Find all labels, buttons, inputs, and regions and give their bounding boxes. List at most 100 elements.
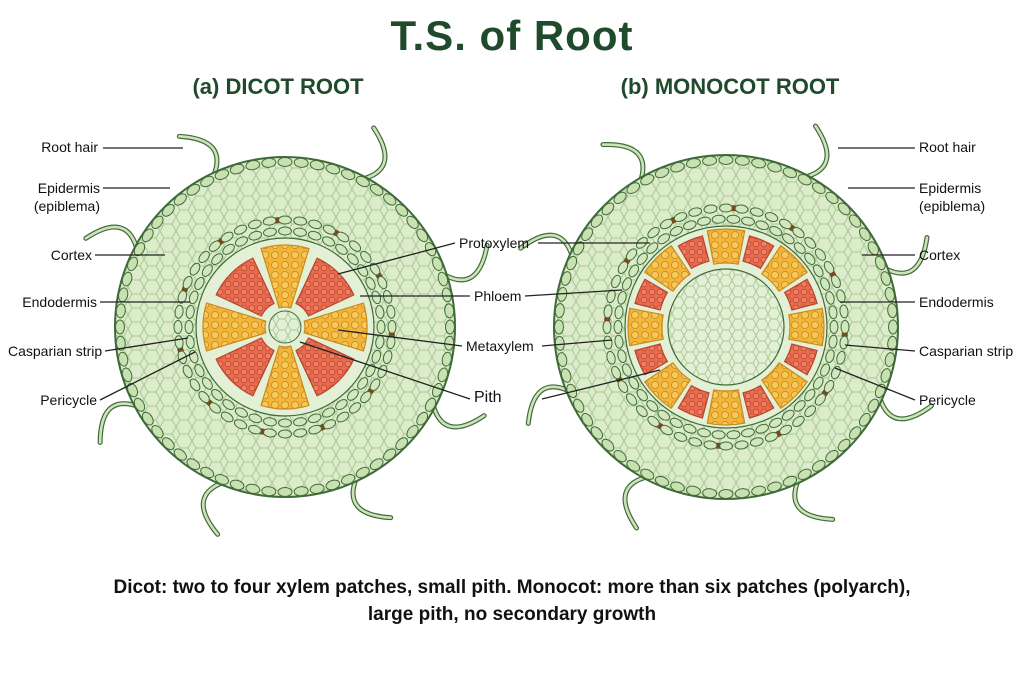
root-hair-inner — [519, 233, 574, 257]
pericycle-cell — [614, 334, 624, 349]
pericycle-cell — [201, 264, 213, 277]
epidermis-cell — [613, 449, 627, 463]
caption: Dicot: two to four xylem patches, small … — [62, 574, 962, 628]
phloem-patch — [634, 278, 669, 311]
pericycle-cell — [357, 377, 369, 390]
epidermis-cell — [229, 163, 245, 175]
epidermis-cell — [115, 335, 126, 351]
endodermis-cell — [233, 419, 248, 430]
endodermis-cell — [839, 304, 849, 319]
epidermis-cell — [200, 175, 215, 188]
label-phloem: Phloem — [474, 288, 522, 304]
casparian-strip — [731, 205, 736, 212]
pericycle-cell — [621, 363, 632, 377]
epidermis-cell — [685, 158, 701, 169]
epidermis-cell — [383, 448, 397, 461]
pericycle-cell — [741, 428, 755, 438]
endodermis-cell — [688, 437, 703, 447]
monocot-subtitle: (b) MONOCOT ROOT — [620, 74, 840, 99]
epidermis-cell — [214, 169, 230, 181]
endodermis-cell — [360, 250, 372, 263]
pericycle-cell — [365, 276, 376, 290]
epidermis-cell — [424, 397, 437, 412]
pericycle-cell — [829, 320, 839, 334]
pericycle-cell — [781, 233, 795, 245]
phloem-patch — [215, 337, 275, 397]
epidermis-cell — [734, 155, 750, 166]
endodermis-cell — [233, 224, 248, 235]
epidermis-cell — [437, 271, 449, 287]
pericycle-cell — [781, 409, 795, 421]
pericycle-cell — [711, 430, 726, 440]
epidermis-cell — [566, 255, 578, 271]
xylem-patch — [788, 307, 825, 347]
pericycle-cell — [322, 236, 336, 247]
endodermis-cell — [387, 320, 397, 334]
endodermis-cell — [603, 304, 613, 319]
epidermis-cell — [355, 175, 370, 188]
pericycle-cell — [683, 423, 697, 434]
epidermis-cell — [573, 241, 585, 256]
endodermis-cell — [349, 240, 362, 252]
pericycle-cell — [278, 226, 292, 236]
epidermis-cell — [670, 161, 685, 173]
monocot-label-casparian-strip: Casparian strip — [919, 343, 1014, 359]
pericycle-cell — [755, 220, 769, 231]
epidermis-cell — [767, 481, 782, 493]
epidermis-cell — [151, 425, 164, 439]
epidermis-cell — [837, 438, 851, 452]
pericycle-cell — [346, 388, 359, 401]
epidermis-cell — [441, 351, 452, 367]
xylem-patch — [706, 228, 746, 265]
epidermis-cell — [133, 397, 146, 412]
pericycle-cell — [646, 400, 659, 412]
monocot-label-epidermis: Epidermis — [919, 180, 982, 196]
endodermis-cell — [611, 274, 622, 289]
casparian-strip — [367, 387, 375, 395]
endodermis-cell — [703, 440, 718, 450]
monocot-label-pericycle: Pericycle — [919, 392, 976, 408]
pericycle-cell — [617, 291, 627, 305]
epidermis-cell — [277, 487, 293, 497]
pericycle-cell — [669, 225, 683, 237]
pericycle-cell — [234, 236, 248, 247]
endodermis-cell — [308, 424, 322, 435]
endodermis-cell — [804, 236, 817, 249]
epidermis-cell — [874, 255, 886, 271]
endodermis-cell — [734, 440, 749, 450]
epidermis-cell — [416, 411, 429, 426]
epidermis-cell — [340, 169, 356, 181]
root-hair — [97, 401, 140, 446]
casparian-strip — [656, 422, 664, 430]
epidermis-cell — [734, 488, 750, 499]
root-hair-inner — [526, 385, 570, 425]
pericycle-cell — [726, 430, 741, 440]
epidermis-cell — [554, 319, 564, 335]
endodermis-cell — [198, 391, 210, 404]
casparian-strip — [775, 430, 782, 438]
epidermis-cell — [767, 161, 782, 173]
xylem-patch — [260, 345, 310, 410]
phloem-patch — [742, 235, 775, 270]
pericycle-cell — [726, 214, 741, 224]
endodermis-cell — [349, 402, 362, 414]
epidermis-cell — [601, 438, 615, 452]
phloem-patch — [215, 257, 275, 317]
epidermis-cell — [590, 214, 604, 228]
pericycle-cell — [628, 264, 640, 278]
endodermis-cell — [804, 405, 817, 418]
pericycle-cell — [322, 407, 336, 418]
pericycle-cell — [263, 227, 277, 237]
epidermis-cell — [751, 158, 767, 169]
root-hair — [176, 133, 220, 178]
epidermis-cell — [601, 202, 615, 216]
epidermis-cell — [811, 182, 826, 195]
endodermis-cell — [308, 219, 322, 230]
endodermis-cell — [386, 335, 396, 350]
pericycle-cell — [617, 349, 627, 363]
pericycle-cell — [741, 216, 755, 226]
endodermis-cell — [836, 350, 846, 365]
endodermis-cell — [626, 248, 638, 261]
epidermis-cell — [573, 398, 585, 413]
endodermis-cell — [603, 335, 613, 350]
